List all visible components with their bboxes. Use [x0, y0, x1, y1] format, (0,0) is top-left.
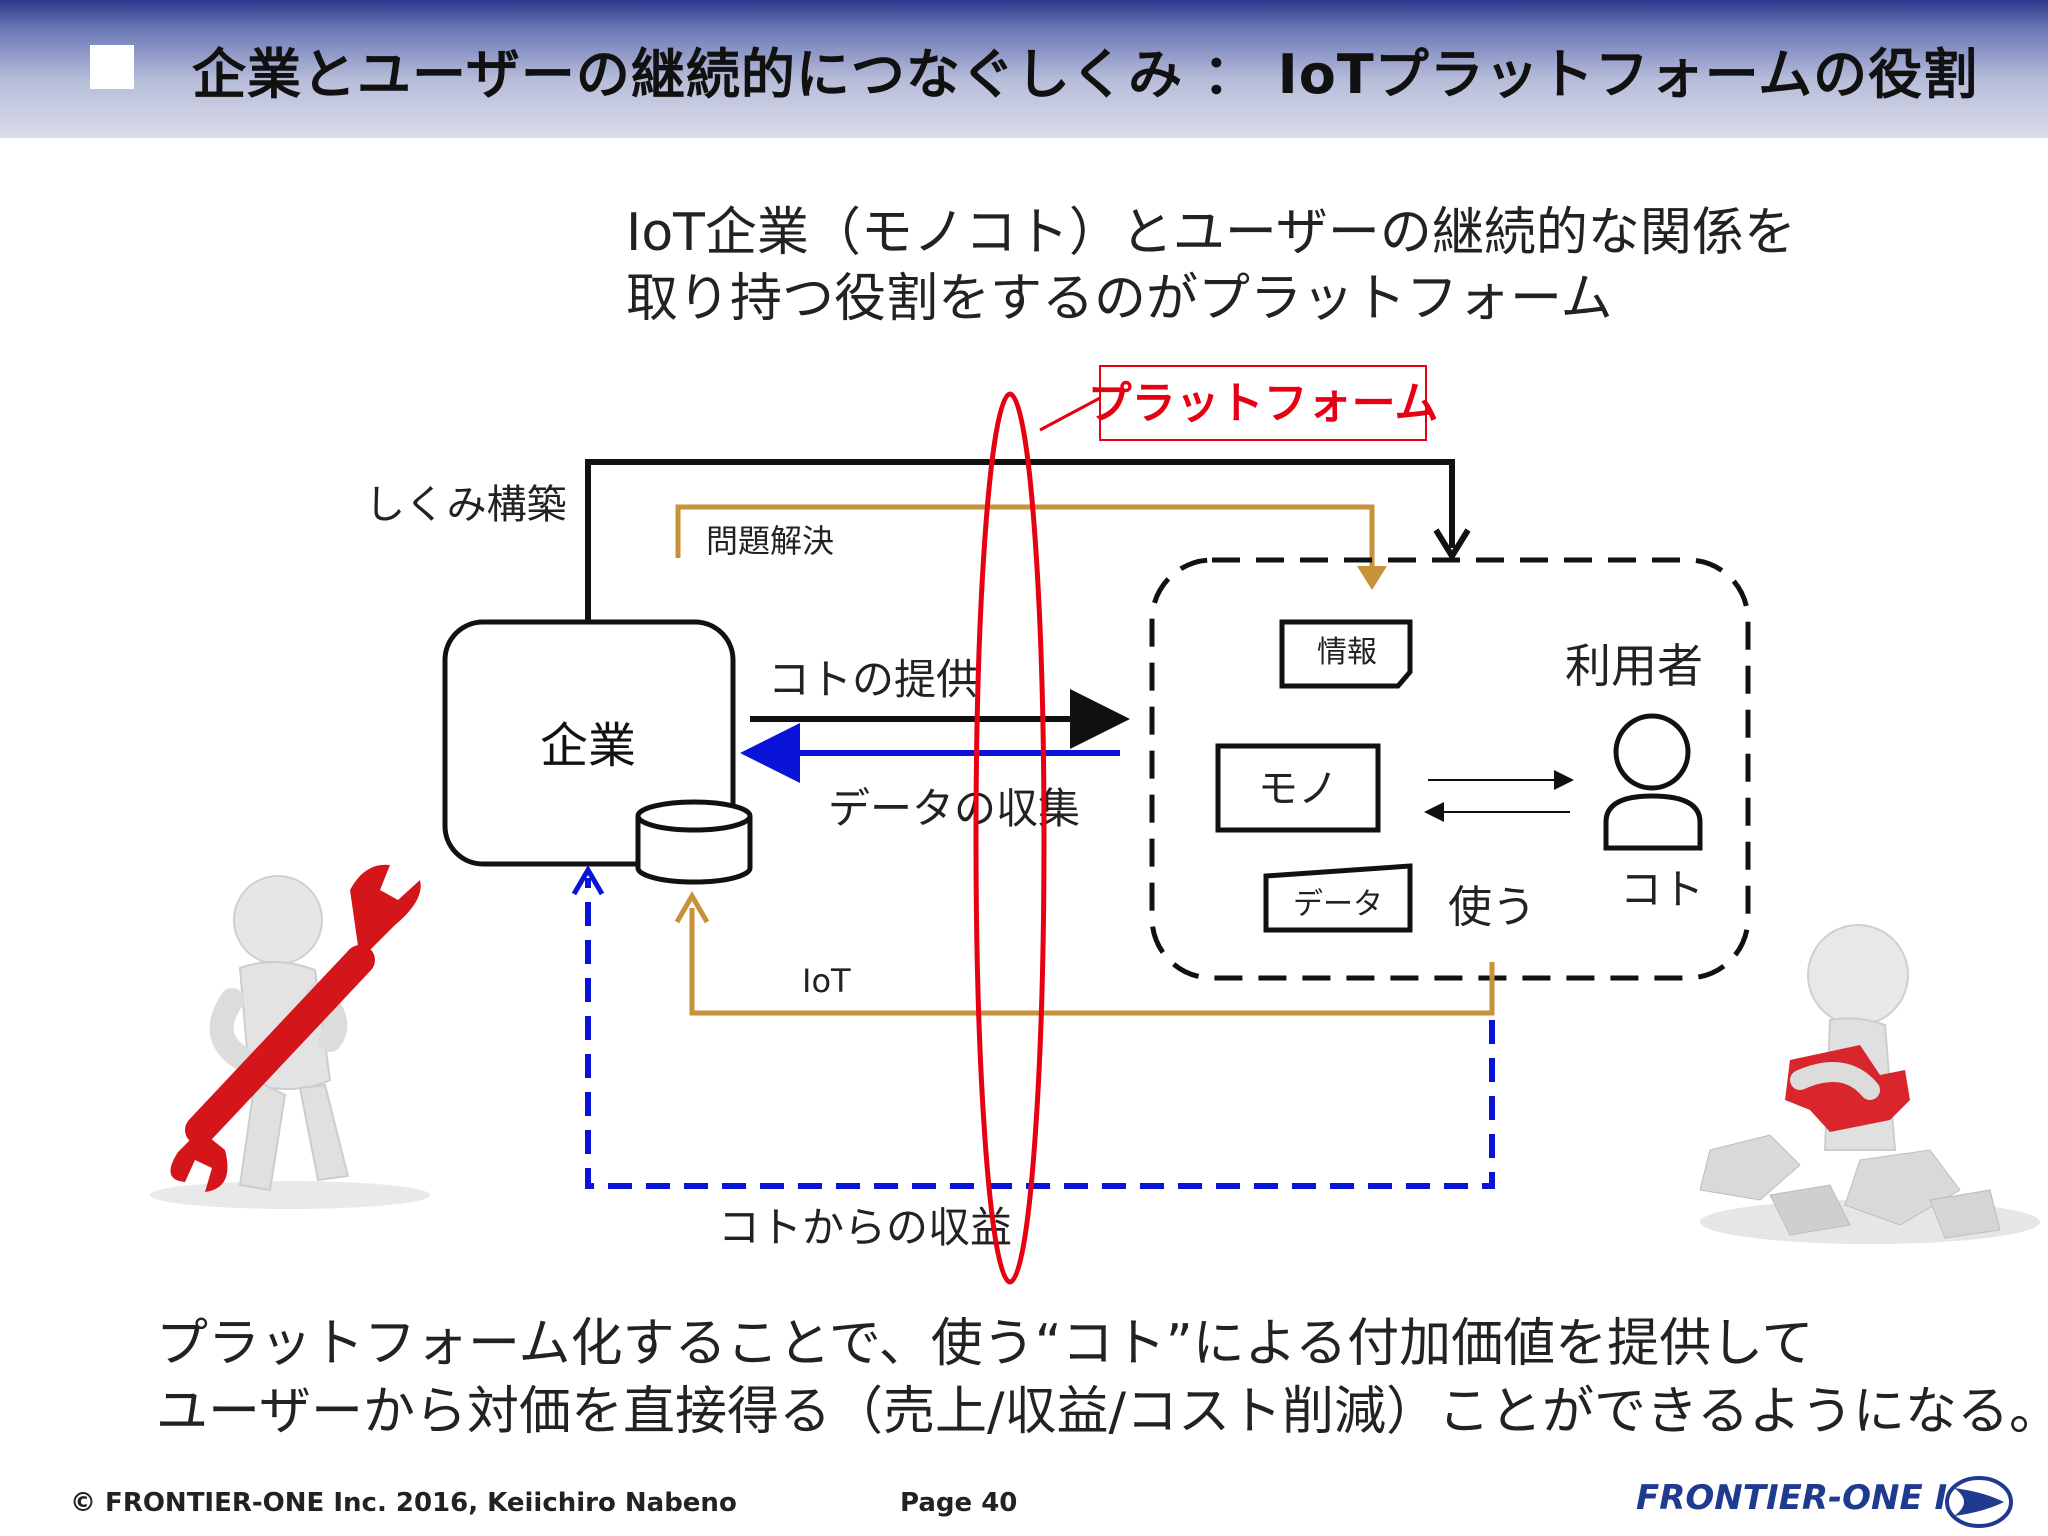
arrow-shikumi: [585, 459, 1455, 622]
label-koto-teikyo: コトの提供: [768, 655, 978, 704]
arrow-mondai: [675, 504, 1375, 580]
arrow-koto-shueki: [585, 878, 1495, 1189]
footer-page-number: Page 40: [900, 1488, 1018, 1518]
header-bar: 企業とユーザーの継続的につなぐしくみ ： IoTプラットフォームの役割: [0, 0, 2048, 138]
conclusion-text: プラットフォーム化することで、使う“コト”による付加価値を提供して ユーザーから…: [156, 1310, 2048, 1446]
label-shikumi: しくみ構築: [365, 482, 567, 528]
company-label: 企業: [540, 718, 636, 774]
header-bullet-square: [90, 45, 134, 89]
intro-text: IoT企業（モノコト）とユーザーの継続的な関係を 取り持つ役割をするのがプラット…: [626, 200, 1796, 332]
arrow-iot: [689, 908, 1495, 1016]
mono-box: [1215, 743, 1381, 833]
platform-diagram: 企業 しくみ構築 問題解決 コトの提供 データの収集 情報 モノ データ 利用者…: [150, 365, 2040, 1285]
intro-line-1: IoT企業（モノコト）とユーザーの継続的な関係を: [626, 203, 1796, 263]
label-koto: コト: [1620, 865, 1704, 914]
data-doc-icon: [1263, 863, 1413, 933]
label-joho: 情報: [1317, 635, 1377, 670]
user-side-dashed-box: [1149, 557, 1751, 981]
label-mondai: 問題解決: [706, 522, 834, 560]
database-icon: [635, 799, 753, 885]
conclusion-line-2: ユーザーから対価を直接得る（売上/収益/コスト削減）ことができるようになる。: [156, 1382, 2048, 1442]
label-data: データ: [1293, 887, 1383, 922]
wrench-person-figure: [150, 864, 430, 1209]
footer-copyright: © FRONTIER-ONE Inc. 2016, Keiichiro Nabe…: [70, 1488, 737, 1518]
label-riyosha: 利用者: [1565, 639, 1703, 693]
label-mono: モノ: [1258, 766, 1338, 812]
info-doc-icon: [1279, 619, 1413, 689]
label-data-shushu: データの収集: [828, 784, 1080, 833]
slide-title: 企業とユーザーの継続的につなぐしくみ ： IoTプラットフォームの役割: [192, 43, 1979, 106]
intro-line-2: 取り持つ役割をするのがプラットフォーム: [626, 269, 1613, 329]
platform-callout-line: [1039, 396, 1101, 432]
brand-logo-icon: [1945, 1476, 2013, 1528]
label-iot: IoT: [802, 962, 851, 1000]
label-tsukau: 使う: [1448, 882, 1536, 933]
platform-label-box: [1099, 365, 1427, 441]
platform-ellipse: [973, 391, 1047, 1285]
user-person-icon: [1603, 713, 1703, 851]
platform-label: プラットフォーム: [1088, 378, 1439, 429]
label-koto-shueki: コトからの収益: [718, 1203, 1012, 1252]
puzzle-person-figure: [1699, 924, 2040, 1244]
conclusion-line-1: プラットフォーム化することで、使う“コト”による付加価値を提供して: [156, 1314, 1814, 1374]
footer-brand: FRONTIER-ONE Inc.: [1636, 1478, 2005, 1518]
